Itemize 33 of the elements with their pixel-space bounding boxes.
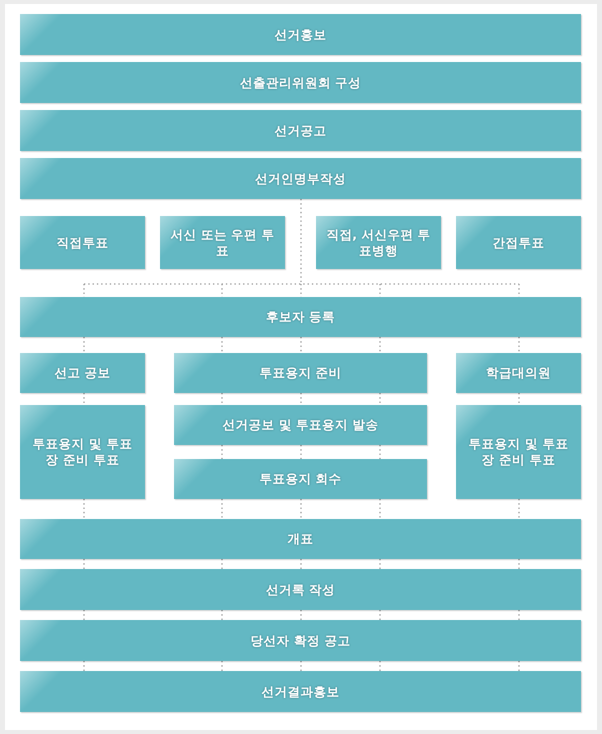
dotted-connector — [83, 393, 85, 405]
dotted-connector — [518, 393, 520, 405]
dotted-connector — [83, 558, 520, 570]
process-box: 선거공고 — [20, 110, 581, 151]
process-box: 투표용지 및 투표장 준비 투표 — [20, 405, 145, 499]
process-box: 간접투표 — [456, 216, 581, 269]
process-box: 선거록 작성 — [20, 569, 581, 610]
dotted-connector — [83, 609, 520, 621]
process-box: 투표용지 및 투표장 준비 투표 — [456, 405, 581, 499]
process-box: 선거홍보 — [20, 14, 581, 55]
process-box: 투표용지 회수 — [174, 459, 427, 499]
dotted-connector — [83, 499, 85, 519]
process-box: 개표 — [20, 519, 581, 559]
process-box: 선거인명부작성 — [20, 158, 581, 199]
process-box: 후보자 등록 — [20, 297, 581, 337]
process-box: 선거공보 및 투표용지 발송 — [174, 405, 427, 445]
dotted-connector — [83, 337, 85, 353]
process-box: 학급대의원 — [456, 353, 581, 393]
process-box: 선출관리위원회 구성 — [20, 62, 581, 103]
dotted-connector — [221, 336, 381, 354]
process-box: 직접투표 — [20, 216, 145, 269]
process-box: 서신 또는 우편 투표 — [160, 216, 285, 269]
dotted-connector — [518, 499, 520, 519]
dotted-connector — [221, 498, 381, 520]
dotted-connector — [221, 444, 381, 460]
process-box: 당선자 확정 공고 — [20, 620, 581, 661]
process-box: 선거결과홍보 — [20, 671, 581, 712]
process-box: 선고 공보 — [20, 353, 145, 393]
dotted-connector — [83, 660, 520, 672]
dotted-connector — [221, 392, 381, 406]
dotted-connector — [518, 337, 520, 353]
process-box: 투표용지 준비 — [174, 353, 427, 393]
process-box: 직접, 서신우편 투표병행 — [316, 216, 441, 269]
